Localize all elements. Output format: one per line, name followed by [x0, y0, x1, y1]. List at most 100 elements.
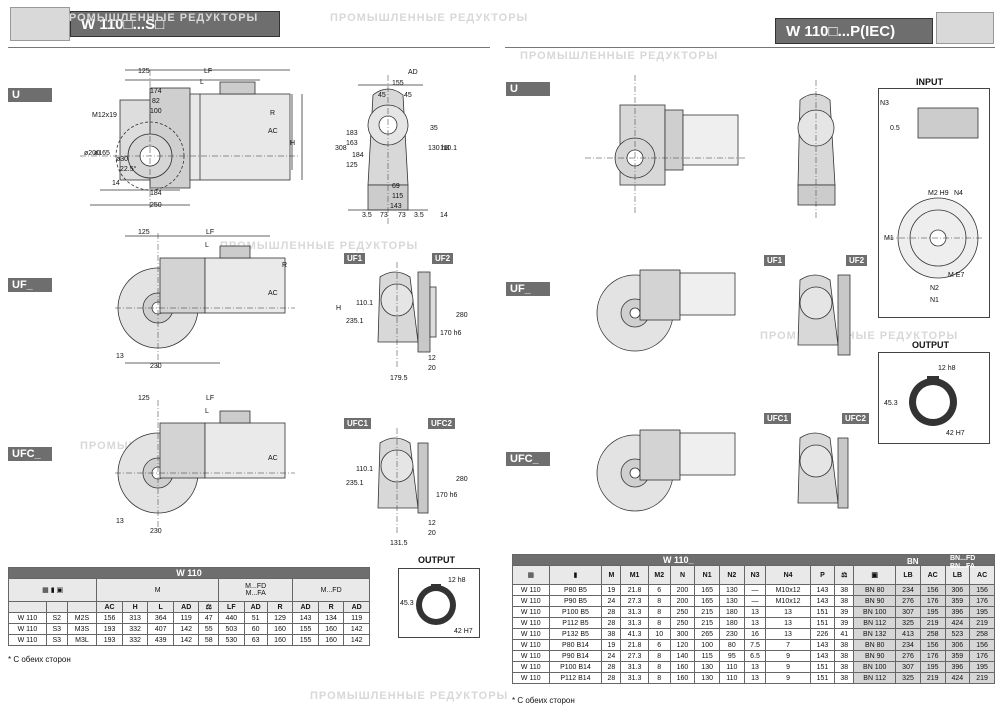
dim-uf-280: 280: [456, 312, 468, 319]
watermark: ПРОМЫШЛЕННЫЕ РЕДУКТОРЫ: [60, 12, 259, 24]
dim-143: 143: [390, 203, 402, 210]
dim-uf-179: 179.5: [390, 375, 408, 382]
dim-22-5: 22.5°: [120, 166, 137, 173]
right-page-title: W 110□...P(IEC): [775, 18, 933, 44]
left-table-icons: ▦ ▮ ▣: [7, 578, 98, 602]
dim-ufc-280: 280: [456, 476, 468, 483]
dim-ufc-110: 110.1: [356, 466, 373, 473]
dim-ufc-ac: AC: [268, 455, 278, 462]
watermark: ПРОМЫШЛЕННЫЕ РЕДУКТОРЫ: [220, 240, 419, 252]
drawing-p-ufc-side: [797, 432, 849, 509]
input-drawing: [878, 88, 990, 318]
dim-uf-125: 125: [138, 229, 150, 236]
dim-ufc-170: 170 h6: [436, 492, 458, 499]
dim-m12x19: M12x19: [92, 112, 117, 119]
drawing-p-u-side: [797, 80, 836, 220]
dim-uf-ac: AC: [268, 290, 278, 297]
variant-tag-ufc: UFC_: [8, 447, 52, 461]
drawing-p-u-front: [585, 75, 745, 215]
dim-69: 69: [392, 183, 400, 190]
drawing-uf-front: [115, 233, 295, 368]
dim-h: H: [290, 140, 296, 147]
dim-ufc-20: 20: [428, 530, 436, 537]
dim-ufc-235: 235.1: [346, 480, 364, 487]
right-table-bn-title: BN: [907, 557, 919, 566]
right-table-bnfd-title: BN...FD BN...FA: [950, 555, 976, 570]
dim-100: 100: [150, 108, 162, 115]
subtag-p-ufc1: UFC1: [764, 413, 791, 424]
watermark: ПРОМЫШЛЕННЫЕ РЕДУКТОРЫ: [310, 690, 509, 702]
drawing-ufc-front: [115, 400, 295, 530]
right-output-12h8: 12 h8: [938, 365, 956, 372]
watermark: ПРОМЫШЛЕННЫЕ РЕДУКТОРЫ: [330, 12, 529, 24]
variant-tag-uf: UF_: [8, 278, 52, 292]
left-output-42: 42 H7: [454, 628, 473, 635]
dim-ufc-13: 13: [116, 518, 124, 525]
variant-tag-ufc-right: UFC_: [506, 452, 550, 466]
dim-82: 82: [152, 98, 160, 105]
input-n3: N3: [880, 100, 889, 107]
right-output-title: OUTPUT: [912, 340, 949, 350]
dim-183: 183: [346, 130, 358, 137]
dim-ufc-230: 230: [150, 528, 162, 535]
subtag-ufc2: UFC2: [428, 418, 455, 429]
dim-lf: LF: [204, 68, 213, 75]
dim-184b: 184: [352, 152, 364, 159]
dim-14: 14: [112, 180, 120, 187]
dim-250: 250: [150, 202, 162, 209]
right-output-drawing: [878, 352, 990, 444]
drawing-p-uf-side: [797, 274, 851, 356]
left-table-group-m: M: [96, 578, 220, 602]
dim-3-5b: 3.5: [414, 212, 424, 219]
dim-200: ø200: [84, 150, 100, 157]
input-m: M E7: [948, 272, 965, 279]
dim-14b: 14: [440, 212, 448, 219]
variant-tag-u: U: [8, 88, 52, 102]
dim-uf-12: 12: [428, 355, 436, 362]
drawing-p-ufc-front: [596, 429, 736, 512]
input-m1: M1: [884, 235, 894, 242]
dim-30: ø30: [116, 156, 129, 163]
dim-uf-170: 170 h6: [440, 330, 462, 337]
dim-ufc-12: 12: [428, 520, 436, 527]
dim-uf-20: 20: [428, 365, 436, 372]
variant-tag-uf-right: UF_: [506, 282, 550, 296]
drawing-p-uf-front: [596, 269, 736, 352]
input-m2: M2 H9: [928, 190, 949, 197]
dim-184: 184: [150, 190, 162, 197]
watermark: ПРОМЫШЛЕННЫЕ РЕДУКТОРЫ: [520, 50, 719, 62]
subtag-uf2: UF2: [432, 253, 454, 264]
dim-125: 125: [138, 68, 150, 75]
dim-ac: AC: [268, 128, 278, 135]
drawing-ufc-side: [377, 428, 429, 533]
subtag-uf1: UF1: [344, 253, 366, 264]
dim-ufc-125: 125: [138, 395, 150, 402]
dim-ufc-l: L: [205, 408, 209, 415]
dim-308: 308: [335, 145, 347, 152]
right-table-title: W 110_: [512, 554, 995, 566]
dim-163: 163: [346, 140, 358, 147]
dim-3-5a: 3.5: [362, 212, 372, 219]
dim-uf-h: H: [336, 305, 342, 312]
input-n4: N4: [954, 190, 963, 197]
left-divider: [8, 47, 490, 48]
left-output-drawing: [398, 568, 480, 638]
left-output-12h8: 12 h8: [448, 577, 466, 584]
brand-logo-box: [10, 7, 70, 41]
